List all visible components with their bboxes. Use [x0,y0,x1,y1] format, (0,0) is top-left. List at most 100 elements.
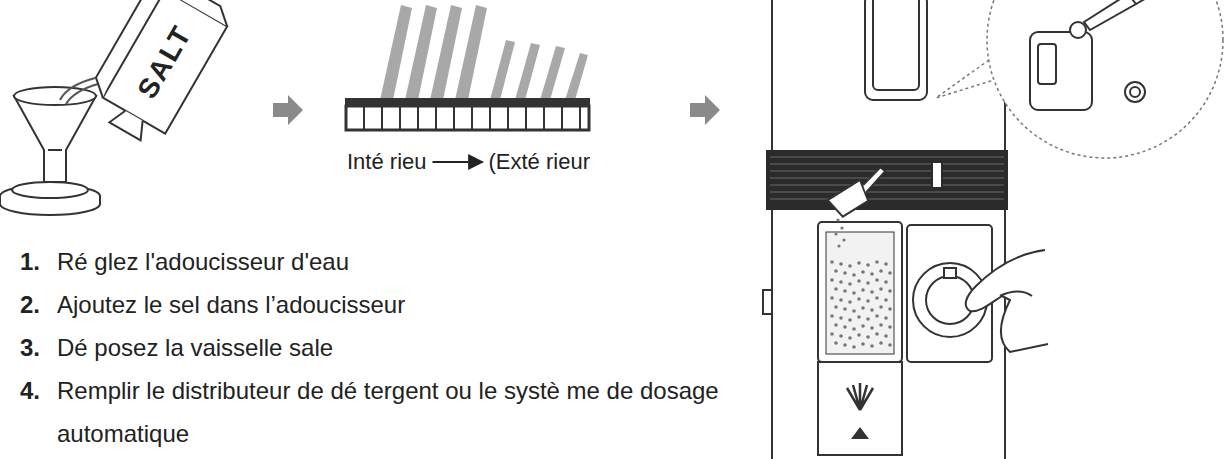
salt-funnel [48,149,62,151]
callout-bubble [987,0,1223,158]
salt-granule [834,287,838,291]
step-text: Dé posez la vaisselle sale [57,326,333,369]
salt-granule [848,300,852,304]
step-number: 2. [20,283,40,326]
salt-granule [861,342,865,346]
salt-granule [888,307,892,311]
salt-granule [861,306,865,310]
step-text: Remplir le distributeur de dé tergent ou… [57,369,757,455]
band-stripe [770,164,1004,165]
dishwasher-door [865,0,927,100]
salt-granule [875,314,879,318]
salt-granule [839,298,843,302]
salt-granule [830,332,834,336]
band-stripe [770,185,1004,186]
rinse-tank [1084,0,1136,30]
rinse-tank [1038,44,1056,84]
salt-granule [839,280,843,284]
detergent-stream [842,238,845,241]
dish-plates [490,40,515,100]
step-number: 4. [20,369,40,412]
salt-granule [852,327,856,331]
dish-rack [345,98,590,130]
rack-slat [525,106,527,130]
salt-granule [843,307,847,311]
dish-plates [380,5,412,100]
step-text: Ré glez l'adoucisseur d'eau [57,240,349,283]
step-text: Ajoutez le sel dans l’adoucisseur [57,283,405,326]
salt-stream [60,78,95,100]
salt-granule [839,316,843,320]
step-arrow [273,95,303,125]
salt-granule [834,323,838,327]
rinse-tank [1030,32,1092,110]
salt-granule [875,332,879,336]
salt-granule [848,264,852,268]
dishwasher-door [766,150,1008,210]
salt-granule [884,298,888,302]
step-number: 3. [20,326,40,369]
salt-granule [866,335,870,339]
detergent-stream [837,244,840,247]
dish-plates [455,5,487,100]
salt-granule [830,314,834,318]
salt-granule [866,263,870,267]
salt-granule [839,262,843,266]
dishwasher-door [763,290,772,314]
rack-slat [363,106,365,130]
salt-granule [834,305,838,309]
salt-granule [888,325,892,329]
rack-slat [579,106,581,130]
rack-slat [399,106,401,130]
salt-granule [843,343,847,347]
rinse-tank [1030,0,1178,110]
salt-granule [839,334,843,338]
salt-granule [861,270,865,274]
salt-granule [861,324,865,328]
rack-slat [417,106,419,130]
rack-slat [435,106,437,130]
salt-granule [866,281,870,285]
dish-plates [430,5,462,100]
salt-granule [879,287,883,291]
rinse-tank [1130,87,1140,97]
dishwasher-door [1000,292,1032,297]
salt-granule [848,318,852,322]
salt-granule [830,296,834,300]
rack-slat [381,106,383,130]
salt-granule [870,290,874,294]
dishwasher-door [818,222,902,362]
salt-granule [843,325,847,329]
dish-plates [515,43,540,100]
package-label: SALT [131,20,198,104]
salt-granule [848,282,852,286]
band-stripe [770,171,1004,172]
band-stripe [770,199,1004,200]
salt-granule [870,272,874,276]
dishwasher-door [966,250,1048,352]
band-stripe [770,192,1004,193]
dishwasher-door [847,383,873,410]
band-stripe [770,157,1004,158]
rinse-tank [1128,0,1178,4]
salt-granule [852,345,856,349]
rack-slat [561,106,563,130]
salt-granule [884,316,888,320]
salt-granule [834,269,838,273]
rack-label: Inté rieu [347,148,427,176]
salt-granule [884,334,888,338]
detergent-stream [840,226,843,229]
salt-granule [888,343,892,347]
salt-granule [866,299,870,303]
salt-granule [843,289,847,293]
salt-stream [66,84,98,104]
salt-granule [879,323,883,327]
salt-granule [834,341,838,345]
salt-granule [870,344,874,348]
dishwasher-door [851,427,869,439]
salt-granule [888,271,892,275]
detergent-stream [834,232,837,235]
salt-granule [870,308,874,312]
salt-granule [879,269,883,273]
